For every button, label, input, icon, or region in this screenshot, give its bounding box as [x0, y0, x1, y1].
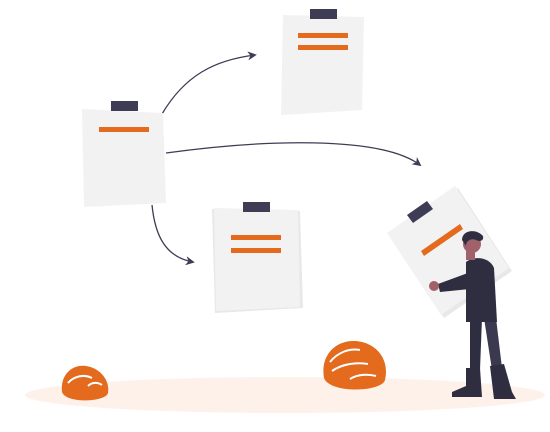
arrow-icon — [161, 51, 257, 115]
clipboard-icon — [281, 9, 364, 115]
arrow-icon — [165, 142, 422, 167]
rock-shape — [61, 365, 109, 401]
clipboard-icon — [82, 101, 166, 207]
arrow-icon — [151, 204, 195, 266]
clipboard-icon — [212, 202, 303, 313]
ground-shadow — [25, 377, 545, 413]
rock-shape — [323, 340, 386, 390]
arrow-group — [151, 51, 422, 266]
person-figure — [429, 231, 516, 399]
